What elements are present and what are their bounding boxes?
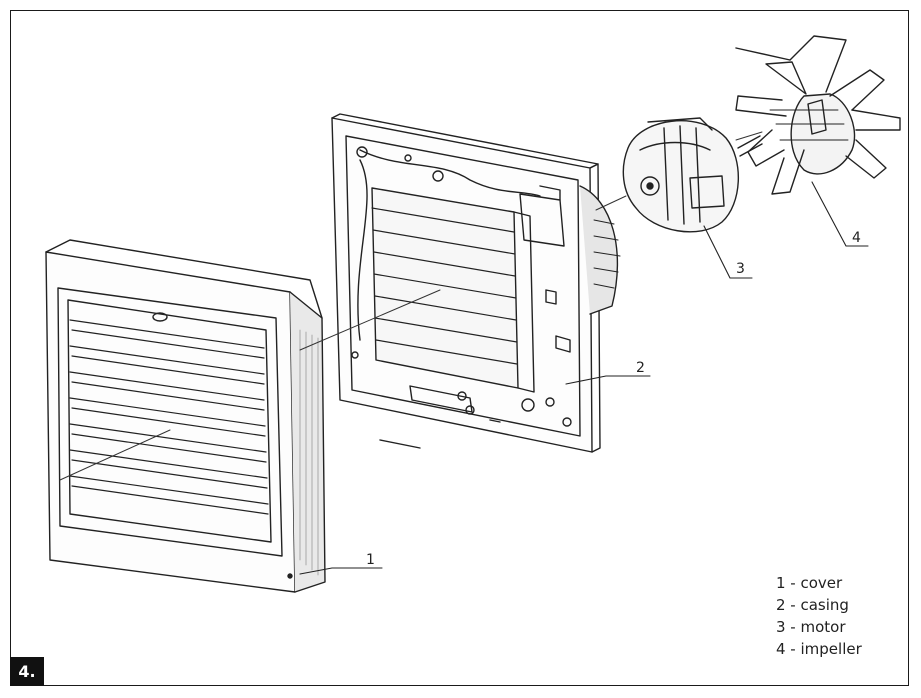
- callout-1: 1: [366, 552, 375, 568]
- figure-number-badge: 4.: [10, 657, 44, 686]
- legend-item-cover: 1 - cover: [776, 574, 843, 592]
- casing-part: [331, 113, 621, 453]
- parts-legend: 1 - cover 2 - casing 3 - motor 4 - impel…: [776, 572, 862, 660]
- callout-leaders: [299, 181, 869, 575]
- motor-part: [622, 117, 763, 233]
- legend-item-motor: 3 - motor: [776, 618, 846, 636]
- legend-item-casing: 2 - casing: [776, 596, 849, 614]
- callout-2: 2: [636, 360, 645, 376]
- callout-4: 4: [852, 230, 861, 246]
- impeller-part: [735, 35, 901, 195]
- legend-item-impeller: 4 - impeller: [776, 640, 862, 658]
- alignment-lines: [59, 131, 763, 481]
- figure-frame: [10, 10, 909, 686]
- callout-3: 3: [736, 261, 745, 277]
- cover-part: [45, 239, 326, 593]
